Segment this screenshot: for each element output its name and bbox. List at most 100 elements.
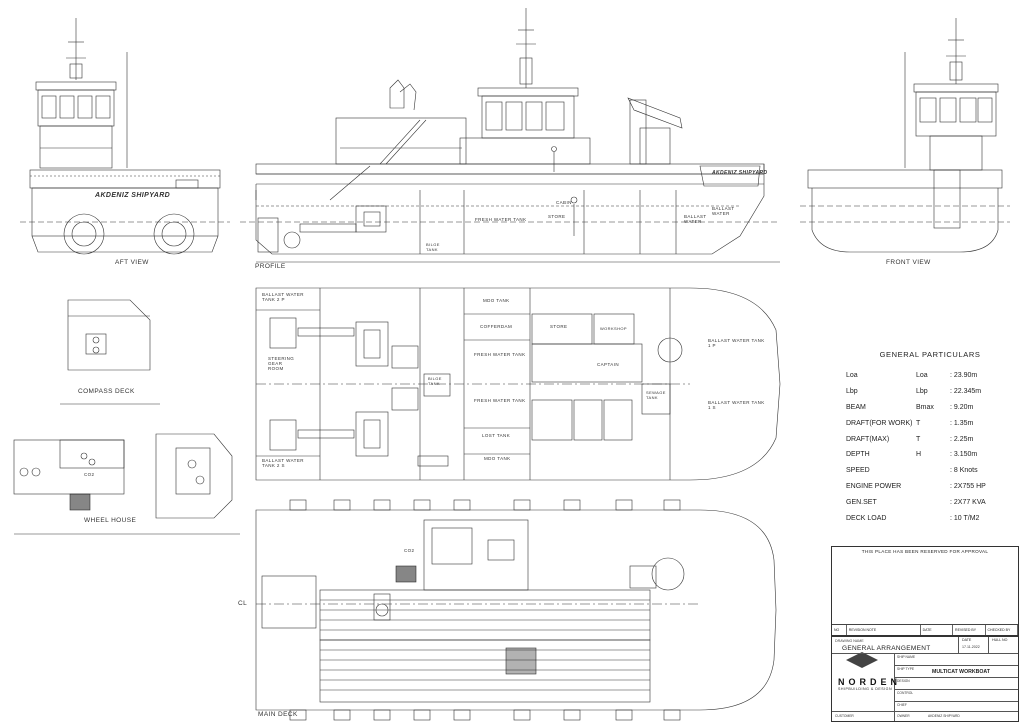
particular-name: DEPTH (846, 451, 870, 459)
particular-symbol: T (916, 435, 921, 443)
particular-value: : 1.35m (950, 419, 974, 427)
particulars-row: DRAFT(FOR WORK)T : 1.35m (846, 415, 1024, 431)
shipyard-name: AKDENIZ SHIPYARD (928, 714, 960, 718)
approval-title: THIS PLACE HAS BEEN RESERVED FOR APPROVA… (861, 549, 989, 554)
particular-value: : 2.25m (950, 435, 974, 443)
tank-bw2p-label: BALLAST WATER TANK 2 P (262, 292, 304, 302)
particular-value: : 10 T/M2 (950, 514, 980, 522)
profile-view (240, 8, 780, 263)
compass-deck-caption: COMPASS DECK (78, 388, 135, 395)
profile-fresh-water-label: FRESH WATER TANK (475, 217, 527, 222)
revision-table-header: NO REVISION NOTE DATE REVISED BY CHECKED… (832, 624, 1019, 635)
main-deck-caption: MAIN DECK (258, 711, 298, 718)
profile-ballast-label: BALLAST WATER (684, 214, 707, 224)
compass-deck (60, 299, 160, 405)
particular-name: DRAFT(MAX) (846, 435, 890, 443)
tank-mdo2-label: MDO TANK (484, 456, 511, 461)
steering-gear-label: STEERING GEAR ROOM (268, 356, 295, 371)
particulars-row: ENGINE POWER : 2X755 HP (846, 479, 1024, 495)
tank-cofferdam-label: COFFERDAM (480, 324, 513, 329)
particular-name: DRAFT(FOR WORK) (846, 419, 913, 427)
main-deck-plan (255, 499, 777, 721)
particulars-row: DECK LOAD : 10 T/M2 (846, 510, 1024, 526)
drawing-name: GENERAL ARRANGEMENT (842, 645, 931, 652)
particulars-row: GEN.SET : 2X77 KVA (846, 494, 1024, 510)
company-logo-subtitle: SHIPBUILDING & DESIGN (838, 687, 893, 691)
tank-fw1-label: FRESH WATER TANK (474, 352, 526, 357)
room-captain-label: CAPTAIN (597, 362, 619, 367)
centerline-label: CL (238, 600, 248, 607)
profile-ballast-label-2: BALLAST WATER (712, 206, 735, 216)
design-label: DESIGN (897, 679, 910, 683)
title-block: DRAWING NAME GENERAL ARRANGEMENT DATE 17… (831, 636, 1019, 722)
particular-name: DECK LOAD (846, 514, 887, 522)
owner-label: OWNER (897, 714, 910, 718)
particular-name: SPEED (846, 467, 870, 475)
tank-bw1p-label: BALLAST WATER TANK 1 P (708, 338, 765, 348)
particular-value: : 3.150m (950, 451, 978, 459)
room-store-label: STORE (550, 324, 568, 329)
ship-type-label: SHIP TYPE (897, 667, 915, 671)
particular-value: : 2X77 KVA (950, 498, 986, 506)
particular-symbol: T (916, 419, 921, 427)
wheel-house-caption: WHEEL HOUSE (84, 517, 137, 524)
particulars-row: DEPTH H : 3.150m (846, 447, 1024, 463)
tank-bilge-label: BILGE TANK (428, 376, 442, 386)
tank-plan (255, 287, 781, 481)
particular-symbol: Bmax (916, 403, 934, 411)
tank-sewage-label: SEWAGE TANK (646, 390, 666, 400)
chief-label: CHIEF (897, 703, 907, 707)
particular-symbol: H (916, 451, 922, 459)
profile-store-label: STORE (548, 214, 566, 219)
rev-col-note: REVISION NOTE (847, 625, 921, 635)
particular-value: : 22.345m (950, 388, 982, 396)
aft-hull-name: AKDENIZ SHIPYARD (95, 192, 171, 199)
customer-label: CUSTOMER (835, 714, 854, 718)
room-workshop-label: WORKSHOP (600, 326, 627, 331)
tank-fw2-label: FRESH WATER TANK (474, 398, 526, 403)
wheelhouse-co2-label: CO2 (84, 472, 95, 477)
rev-col-revised: REVISED BY (953, 625, 986, 635)
hull-no-label: HULL NO (992, 638, 1008, 642)
rev-col-checked: CHECKED BY (986, 625, 1019, 635)
drawing-name-label: DRAWING NAME (835, 639, 864, 643)
particular-name: BEAM (846, 403, 866, 411)
particular-name: GEN.SET (846, 498, 877, 506)
front-view-caption: FRONT VIEW (886, 259, 931, 266)
tank-mdo-label: MDO TANK (483, 298, 510, 303)
approval-box: THIS PLACE HAS BEEN RESERVED FOR APPROVA… (831, 546, 1019, 636)
aft-view (20, 18, 230, 255)
project-name: MULTICAT WORKBOAT (932, 669, 990, 675)
tank-bw1s-label: BALLAST WATER TANK 1 S (708, 400, 765, 410)
rev-col-no: NO (832, 625, 847, 635)
main-deck-co2-label: CO2 (404, 548, 415, 553)
particular-value: : 2X755 HP (950, 482, 986, 490)
company-logo-text: NORDEN (838, 677, 902, 687)
drawing-date: 17.11.2022 (962, 645, 980, 649)
aft-view-caption: AFT VIEW (115, 259, 149, 266)
particular-name: ENGINE POWER (846, 482, 902, 490)
particular-symbol: Loa (916, 372, 928, 380)
control-label: CONTROL (897, 691, 914, 695)
tank-lost-label: LOST TANK (482, 433, 511, 438)
particular-name: Loa (846, 372, 858, 380)
drawing-date-label: DATE (962, 638, 972, 642)
tank-bw2s-label: BALLAST WATER TANK 2 S (262, 458, 304, 468)
front-view (800, 18, 1010, 253)
wheel-house (13, 433, 240, 535)
profile-hull-name: AKDENIZ SHIPYARD (712, 170, 768, 176)
particulars-row: SPEED : 8 Knots (846, 463, 1024, 479)
rev-col-date: DATE (921, 625, 954, 635)
general-particulars-heading: GENERAL PARTICULARS (879, 350, 981, 359)
profile-bilge-label: BILGE TANK (426, 242, 440, 252)
particulars-row: Loa Loa : 23.90m (846, 368, 1024, 384)
particular-value: : 23.90m (950, 372, 978, 380)
particular-value: : 8 Knots (950, 467, 978, 475)
ship-name-label: SHIP NAME (897, 655, 916, 659)
profile-caption: PROFILE (255, 263, 286, 270)
profile-cabin-label: CABIN (556, 200, 572, 205)
